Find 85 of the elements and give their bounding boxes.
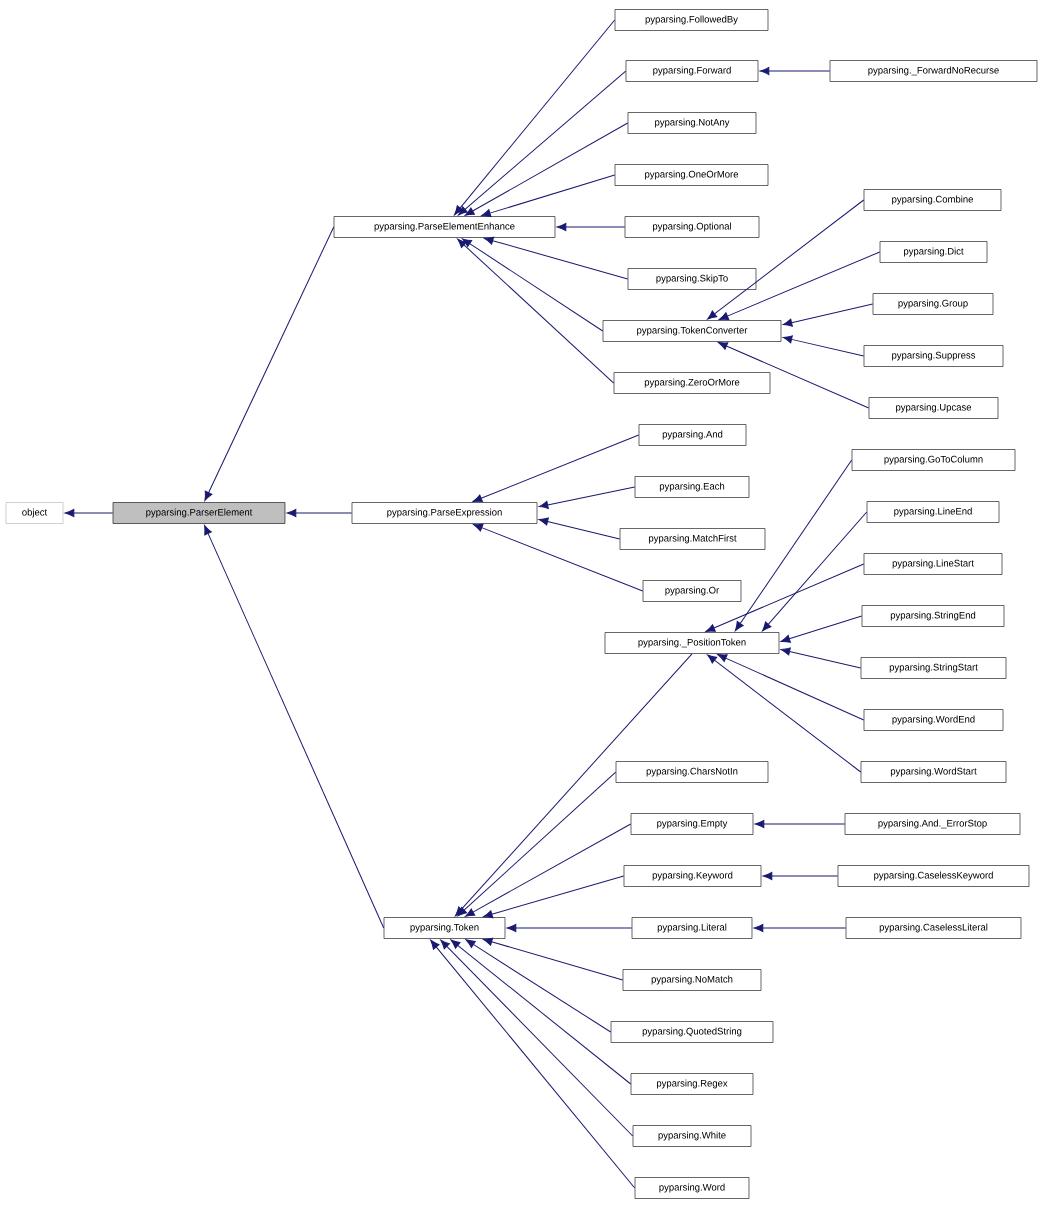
arrow	[707, 199, 865, 320]
class-box: pyparsing.ZeroOrMore	[613, 372, 771, 394]
class-box: pyparsing.Suppress	[863, 345, 1004, 367]
arrow	[780, 615, 863, 643]
arrow	[762, 871, 839, 881]
class-box: pyparsing.Empty	[630, 813, 754, 835]
arrow	[718, 342, 870, 409]
arrow	[465, 939, 612, 1033]
class-box: pyparsing.Regex	[630, 1073, 754, 1095]
class-box: pyparsing.Upcase	[868, 397, 999, 419]
arrow	[464, 122, 629, 216]
arrow	[481, 174, 616, 218]
class-box: pyparsing.StringEnd	[861, 605, 1005, 627]
arrow	[538, 486, 636, 509]
class-box: object	[5, 502, 64, 524]
class-box: pyparsing.ParserElement	[112, 502, 286, 524]
class-box: pyparsing.GoToColumn	[851, 449, 1016, 471]
arrow	[759, 66, 831, 76]
arrow	[64, 508, 114, 518]
class-box: pyparsing.Each	[634, 476, 750, 498]
arrow	[204, 525, 385, 929]
arrow	[556, 222, 626, 232]
arrow	[457, 771, 617, 917]
arrow	[482, 937, 624, 981]
arrow	[506, 923, 633, 933]
class-box: pyparsing.And	[638, 424, 747, 446]
arrow	[717, 654, 865, 721]
class-box: pyparsing.Literal	[631, 917, 753, 939]
arrow	[718, 251, 881, 320]
class-box: pyparsing.White	[632, 1125, 752, 1147]
class-box: pyparsing.QuotedString	[610, 1021, 774, 1043]
arrow	[286, 508, 353, 518]
class-box: pyparsing.CaselessKeyword	[837, 865, 1030, 887]
arrow	[754, 819, 846, 829]
arrow	[462, 238, 604, 332]
arrow	[782, 335, 865, 357]
arrow	[707, 654, 862, 773]
class-box: pyparsing.ParseElementEnhance	[333, 216, 556, 238]
arrow	[734, 459, 853, 632]
arrow	[705, 563, 865, 632]
arrow	[440, 939, 634, 1137]
arrow	[458, 70, 627, 216]
arrow	[454, 19, 616, 216]
class-box: pyparsing.Dict	[879, 241, 988, 263]
class-box: pyparsing.WordStart	[860, 761, 1007, 783]
class-box: pyparsing.Group	[872, 293, 994, 315]
class-box: pyparsing.Keyword	[623, 865, 762, 887]
arrow	[465, 823, 632, 917]
arrow	[483, 236, 629, 280]
class-box: pyparsing.TokenConverter	[602, 320, 782, 342]
arrow	[457, 238, 615, 384]
class-box: pyparsing._PositionToken	[604, 632, 780, 654]
class-box: pyparsing.SkipTo	[627, 268, 757, 290]
arrow	[762, 511, 868, 632]
class-box: pyparsing.Forward	[625, 60, 759, 82]
arrow	[538, 517, 621, 540]
arrow	[455, 653, 693, 917]
arrow	[780, 647, 862, 669]
class-box: pyparsing.NotAny	[627, 112, 757, 134]
arrow	[450, 939, 632, 1085]
class-box: pyparsing.Word	[634, 1177, 750, 1199]
class-box: pyparsing.MatchFirst	[619, 528, 766, 550]
class-box: pyparsing._ForwardNoRecurse	[829, 60, 1038, 82]
arrow	[483, 875, 625, 919]
arrow	[782, 303, 874, 327]
arrow	[472, 434, 640, 503]
class-box: pyparsing.LineStart	[863, 553, 1003, 575]
class-box: pyparsing.OneOrMore	[614, 164, 769, 186]
class-box: pyparsing.Optional	[624, 216, 760, 238]
class-box: pyparsing.Token	[383, 917, 506, 939]
class-box: pyparsing.NoMatch	[622, 969, 762, 991]
class-box: pyparsing.StringStart	[860, 657, 1007, 679]
class-box: pyparsing.LineEnd	[866, 501, 1000, 523]
class-box: pyparsing.ParseExpression	[351, 502, 538, 524]
class-box: pyparsing.WordEnd	[863, 709, 1004, 731]
class-box: pyparsing.Combine	[863, 189, 1002, 211]
class-box: pyparsing.Or	[642, 580, 742, 602]
arrow	[430, 939, 636, 1189]
class-box: pyparsing.FollowedBy	[614, 9, 769, 31]
arrow	[204, 226, 335, 501]
arrow	[473, 523, 644, 592]
class-box: pyparsing.And._ErrorStop	[844, 813, 1021, 835]
class-box: pyparsing.CharsNotIn	[615, 761, 769, 783]
class-box: pyparsing.CaselessLiteral	[845, 917, 1022, 939]
arrow	[753, 923, 847, 933]
